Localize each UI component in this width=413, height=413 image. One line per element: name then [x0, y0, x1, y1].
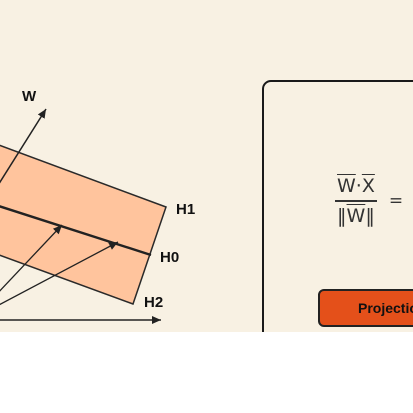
formula-fraction: W·X ‖W‖ [335, 174, 377, 228]
denominator-close: ‖ [365, 204, 375, 227]
formula-numerator: W·X [335, 174, 377, 198]
numerator-x: X [361, 175, 375, 197]
projection-arrow-2 [0, 241, 119, 306]
scene: W H1 H0 H2 W·X ‖W‖ = C Projection [0, 0, 413, 332]
denominator-w: W [346, 204, 366, 227]
equals-sign: = [388, 190, 404, 211]
projection-button[interactable]: Projection [318, 289, 413, 327]
hyperplane-h1-label: H1 [176, 201, 195, 218]
hyperplane-diagram: W H1 H0 H2 [0, 88, 195, 324]
hyperplane-h0-line [0, 205, 152, 257]
w-vector-arrow [0, 108, 47, 184]
projection-formula: W·X ‖W‖ = C [335, 174, 413, 228]
denominator-open: ‖ [337, 204, 347, 227]
numerator-dot: · [355, 175, 362, 197]
fraction-bar [335, 200, 377, 202]
w-vector-label: W [22, 88, 37, 105]
numerator-w: W [337, 175, 356, 197]
hyperplane-h0-label: H0 [160, 249, 179, 266]
projection-arrow-1 [0, 224, 63, 292]
hyperplane-h2-label: H2 [144, 294, 163, 311]
formula-denominator: ‖W‖ [335, 204, 377, 228]
margin-band [0, 144, 167, 305]
